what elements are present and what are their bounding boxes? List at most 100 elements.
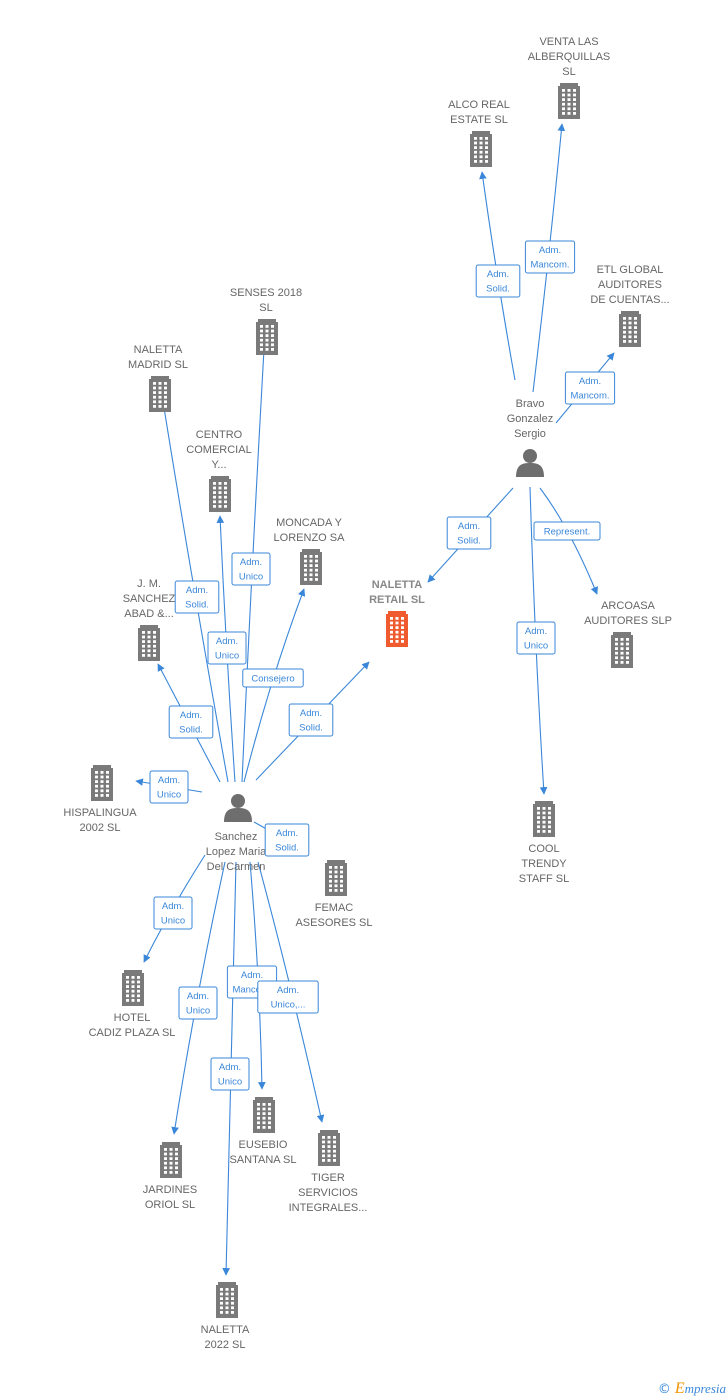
relation-tag[interactable]: Adm.Solid. — [264, 823, 310, 857]
relation-tag[interactable]: Adm.Mancom. — [564, 371, 616, 405]
building-icon[interactable] — [149, 376, 171, 412]
relation-tag-text: Solid. — [185, 600, 209, 611]
node-label-line: Y... — [211, 459, 226, 471]
building-icon[interactable] — [470, 131, 492, 167]
company-tiger-servicios[interactable]: TIGERSERVICIOSINTEGRALES... — [289, 1130, 368, 1214]
relation-tag[interactable]: Adm. Unico — [178, 986, 218, 1020]
building-icon[interactable] — [209, 476, 231, 512]
relation-tag-text: Unico — [157, 790, 181, 801]
relation-tag-text: Adm. — [241, 970, 263, 981]
relation-tag[interactable]: Consejero — [242, 668, 304, 688]
relation-tag[interactable]: Adm.Unico — [153, 896, 193, 930]
building-icon[interactable] — [533, 801, 555, 837]
relation-tag-text: Unico,... — [271, 1000, 306, 1011]
relation-tag-text: Unico — [524, 641, 548, 652]
relation-tag[interactable]: Represent. — [533, 521, 601, 541]
relation-tag[interactable]: Adm.Unico — [210, 1057, 250, 1091]
node-label-line: CENTRO — [196, 429, 243, 441]
person-icon[interactable] — [224, 794, 252, 822]
node-label-line: MADRID SL — [128, 359, 188, 371]
relation-tag[interactable]: Adm.Solid. — [475, 264, 521, 298]
footer-brand[interactable]: © Empresia — [658, 1380, 726, 1398]
building-icon[interactable] — [611, 632, 633, 668]
relation-tag-text: Unico — [215, 651, 239, 662]
node-label-line: INTEGRALES... — [289, 1202, 368, 1214]
node-label-line: JARDINES — [143, 1184, 197, 1196]
node-label-line: FEMAC — [315, 902, 354, 914]
node-label-line: RETAIL SL — [369, 594, 425, 606]
relation-tag-text: Unico — [186, 1006, 210, 1017]
relation-tag[interactable]: Adm.Solid. — [446, 516, 492, 550]
node-label-line: TIGER — [311, 1172, 345, 1184]
relation-tag-text: Solid. — [179, 725, 203, 736]
relation-tag[interactable]: Adm.Solid. — [288, 703, 334, 737]
node-label-line: MONCADA Y — [276, 517, 342, 529]
node-label-line: 2002 SL — [80, 822, 121, 834]
node-label-line: ALBERQUILLAS — [528, 51, 611, 63]
building-icon[interactable] — [558, 83, 580, 119]
relation-tag-text: Adm. — [187, 991, 209, 1002]
building-icon[interactable] — [216, 1282, 238, 1318]
building-icon[interactable] — [91, 765, 113, 801]
relation-tag-text: Adm. — [186, 585, 208, 596]
relation-tag-text: Unico — [239, 572, 263, 583]
relation-tag[interactable]: Adm.Unico — [207, 631, 247, 665]
node-label-line: SANCHEZ — [123, 593, 176, 605]
relation-tag[interactable]: Adm.Unico — [231, 552, 271, 586]
building-icon[interactable] — [253, 1097, 275, 1133]
relation-tag-text: Solid. — [457, 536, 481, 547]
relation-tag-text: Mancom. — [530, 260, 569, 271]
relation-tag[interactable]: Adm.Unico,... — [257, 980, 319, 1014]
relation-tag[interactable]: Adm. Unico — [149, 770, 189, 804]
relation-tag[interactable]: Adm.Solid. — [168, 705, 214, 739]
company-centro-comercial[interactable]: CENTRO COMERCIAL Y... — [186, 429, 252, 512]
relation-tag[interactable]: Adm. Mancom. — [524, 240, 576, 274]
relation-tag-text: Adm. — [158, 775, 180, 786]
building-icon[interactable] — [256, 319, 278, 355]
relation-tag[interactable]: Adm. Solid. — [174, 580, 220, 614]
relation-tag-text: Consejero — [251, 674, 294, 685]
node-label-line: ABAD &... — [124, 608, 174, 620]
node-label-line: EUSEBIO — [239, 1139, 288, 1151]
node-label-line: CADIZ PLAZA SL — [89, 1027, 176, 1039]
relation-tag-text: Adm. — [539, 245, 561, 256]
node-label-line: STAFF SL — [519, 873, 570, 885]
building-icon[interactable] — [138, 625, 160, 661]
building-icon[interactable] — [325, 860, 347, 896]
building-icon[interactable] — [122, 970, 144, 1006]
relation-tag[interactable]: Adm.Unico — [516, 621, 556, 655]
node-label-line: NALETTA — [134, 344, 183, 356]
relation-tag-text: Adm. — [487, 269, 509, 280]
company-eusebio-santana[interactable]: EUSEBIO SANTANA SL — [229, 1097, 297, 1166]
node-label-line: ARCOASA — [601, 600, 655, 612]
node-label-line: COMERCIAL — [186, 444, 251, 456]
node-label-line: Del Carmen — [207, 861, 266, 873]
node-label-line: SANTANA SL — [229, 1154, 296, 1166]
building-icon[interactable] — [300, 549, 322, 585]
building-icon[interactable] — [160, 1142, 182, 1178]
relation-tag-text: Represent. — [544, 527, 590, 538]
relation-tag-text: Mancom. — [232, 985, 271, 996]
building-icon[interactable] — [386, 611, 408, 647]
brand-name[interactable]: Empresia — [674, 1380, 726, 1397]
person-icon[interactable] — [516, 449, 544, 477]
company-naletta-madrid[interactable]: NALETTA MADRID SL — [128, 344, 188, 412]
building-icon[interactable] — [318, 1130, 340, 1166]
building-icon[interactable] — [619, 311, 641, 347]
